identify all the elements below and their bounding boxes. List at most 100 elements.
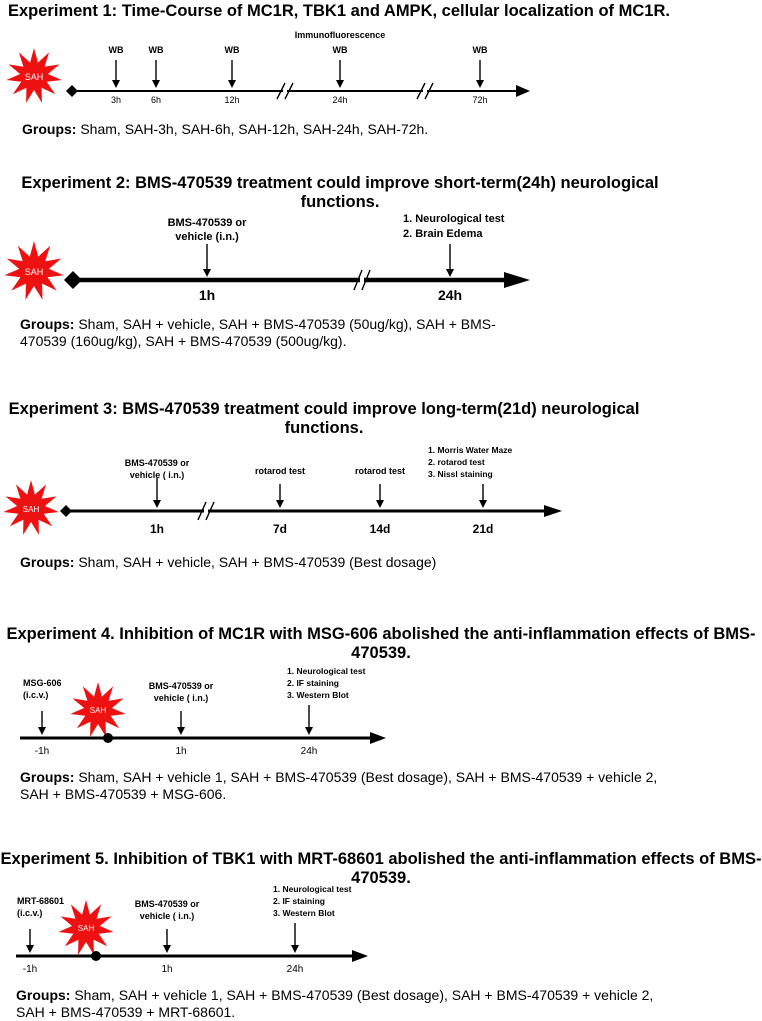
exp3-marker-label: rotarod test bbox=[355, 466, 405, 476]
exp1-arrow-6h-head bbox=[152, 80, 160, 88]
exp1-tick-label: 24h bbox=[332, 95, 347, 105]
exp2-axis-break-gap bbox=[360, 277, 364, 283]
exp3-tick-label: 14d bbox=[370, 522, 391, 536]
experiment-5-groups: Groups: Sham, SAH + vehicle 1, SAH + BMS… bbox=[16, 987, 654, 1020]
exp1-timeline-arrowhead bbox=[516, 85, 530, 97]
exp1-tick-label: 12h bbox=[224, 95, 239, 105]
exp2-tick-label: 24h bbox=[438, 287, 462, 303]
exp1-marker-label: Immunofluorescence bbox=[295, 30, 386, 40]
exp1-tick-label: 3h bbox=[111, 95, 121, 105]
exp2-tick-label: 1h bbox=[199, 287, 215, 303]
exp4-marker-label: 1. Neurological test bbox=[287, 666, 366, 676]
exp2-sah-burst bbox=[4, 241, 64, 300]
exp1-axis-break bbox=[416, 82, 426, 100]
exp3-marker-label: 2. rotarod test bbox=[428, 457, 485, 467]
exp4-tick-label: -1h bbox=[35, 746, 49, 757]
exp1-marker-label: WB bbox=[149, 45, 164, 55]
exp5-marker-label: (i.c.v.) bbox=[17, 908, 42, 918]
exp1-axis-break bbox=[424, 82, 434, 100]
exp5-marker-label: BMS-470539 or bbox=[135, 899, 200, 909]
exp5-arrow-bms-head bbox=[163, 945, 171, 953]
exp1-tick-label: 72h bbox=[472, 95, 487, 105]
exp1-axis-break-gap bbox=[423, 88, 427, 94]
exp4-marker-label: 3. Western Blot bbox=[287, 690, 349, 700]
experiment-2-title: Experiment 2: BMS-470539 treatment could… bbox=[21, 174, 659, 211]
exp3-timeline-arrowhead bbox=[544, 505, 562, 517]
exp2-sah-label: SAH bbox=[25, 267, 44, 277]
exp3-marker-label: 1. Morris Water Maze bbox=[428, 445, 513, 455]
exp5-sah-burst bbox=[58, 900, 114, 955]
exp3-start-diamond bbox=[60, 505, 72, 517]
experiment-5-title: Experiment 5. Inhibition of TBK1 with MR… bbox=[0, 850, 762, 887]
exp4-marker-label: MSG-606 bbox=[23, 678, 62, 688]
exp5-tick-label: -1h bbox=[23, 964, 37, 975]
exp2-axis-break bbox=[353, 269, 363, 291]
exp2-marker-label: 2. Brain Edema bbox=[403, 228, 483, 240]
exp1-sah-label: SAH bbox=[25, 72, 44, 82]
exp3-axis-break bbox=[205, 501, 215, 521]
exp3-sah-burst bbox=[3, 480, 59, 535]
exp3-tick-label: 7d bbox=[273, 522, 287, 536]
exp2-timeline-arrowhead bbox=[504, 272, 530, 288]
exp1-sah-burst bbox=[6, 48, 62, 103]
exp1-start-diamond bbox=[66, 85, 78, 97]
exp1-marker-label: WB bbox=[225, 45, 240, 55]
experiment-1-title: Experiment 1: Time-Course of MC1R, TBK1 … bbox=[8, 2, 670, 20]
exp3-arrow-14d-head bbox=[376, 500, 384, 508]
exp1-axis-break bbox=[276, 82, 286, 100]
experiment-3-groups: Groups: Sham, SAH + vehicle, SAH + BMS-4… bbox=[20, 554, 437, 570]
exp1-arrow-3h-head bbox=[112, 80, 120, 88]
exp4-marker-label: (i.c.v.) bbox=[23, 690, 48, 700]
exp4-arrow-bms-head bbox=[177, 727, 185, 735]
exp3-tick-label: 1h bbox=[150, 522, 164, 536]
exp1-arrow-24h-head bbox=[336, 80, 344, 88]
exp5-arrow-end-head bbox=[291, 945, 299, 953]
exp4-arrow-drug-head bbox=[38, 727, 46, 735]
exp1-arrow-72h-head bbox=[476, 80, 484, 88]
exp2-arrow-1h-head bbox=[203, 269, 211, 277]
experiment-4-title: Experiment 4. Inhibition of MC1R with MS… bbox=[6, 625, 756, 662]
exp2-marker-label: BMS-470539 or bbox=[168, 217, 248, 229]
exp3-axis-break-gap bbox=[204, 508, 208, 514]
exp1-axis-break bbox=[284, 82, 294, 100]
exp4-marker-label: 2. IF staining bbox=[287, 678, 339, 688]
exp3-axis-break bbox=[197, 501, 207, 521]
exp5-tick-label: 1h bbox=[161, 964, 172, 975]
exp3-arrow-7d-head bbox=[276, 500, 284, 508]
exp5-marker-label: MRT-68601 bbox=[17, 896, 64, 906]
exp2-arrow-24h-head bbox=[446, 269, 454, 277]
exp5-marker-label: 1. Neurological test bbox=[273, 884, 352, 894]
exp3-marker-label: 3. Nissl staining bbox=[428, 469, 493, 479]
exp4-arrow-end-head bbox=[305, 727, 313, 735]
exp4-sah-label: SAH bbox=[90, 706, 107, 715]
exp1-axis-break-gap bbox=[283, 88, 287, 94]
exp1-marker-label: WB bbox=[333, 45, 348, 55]
experiment-1-groups: Groups: Sham, SAH-3h, SAH-6h, SAH-12h, S… bbox=[22, 121, 429, 137]
exp4-tick-label: 1h bbox=[175, 746, 186, 757]
exp4-sah-dot bbox=[103, 733, 113, 743]
exp5-tick-label: 24h bbox=[287, 964, 304, 975]
exp4-tick-label: 24h bbox=[301, 746, 318, 757]
exp3-marker-label: vehicle ( i.n.) bbox=[130, 470, 185, 480]
exp3-marker-label: rotarod test bbox=[255, 466, 305, 476]
exp5-marker-label: 3. Western Blot bbox=[273, 908, 335, 918]
exp2-start-diamond bbox=[64, 271, 82, 289]
exp3-sah-label: SAH bbox=[23, 505, 40, 514]
exp2-axis-break bbox=[361, 269, 371, 291]
exp3-marker-label: BMS-470539 or bbox=[125, 458, 190, 468]
experiment-3-title: Experiment 3: BMS-470539 treatment could… bbox=[8, 400, 640, 437]
exp1-marker-label: WB bbox=[109, 45, 124, 55]
exp4-marker-label: BMS-470539 or bbox=[149, 681, 214, 691]
exp1-tick-label: 6h bbox=[151, 95, 161, 105]
exp5-marker-label: 2. IF staining bbox=[273, 896, 325, 906]
exp5-sah-label: SAH bbox=[78, 924, 95, 933]
exp5-arrow-drug-head bbox=[26, 945, 34, 953]
exp5-timeline-arrowhead bbox=[352, 950, 368, 962]
exp4-marker-label: vehicle ( i.n.) bbox=[154, 693, 209, 703]
exp1-marker-label: WB bbox=[473, 45, 488, 55]
exp2-marker-label: vehicle (i.n.) bbox=[175, 231, 239, 243]
exp4-timeline-arrowhead bbox=[370, 732, 386, 744]
experiment-2-groups: Groups: Sham, SAH + vehicle, SAH + BMS-4… bbox=[20, 316, 496, 349]
exp3-arrow-1h-head bbox=[153, 500, 161, 508]
